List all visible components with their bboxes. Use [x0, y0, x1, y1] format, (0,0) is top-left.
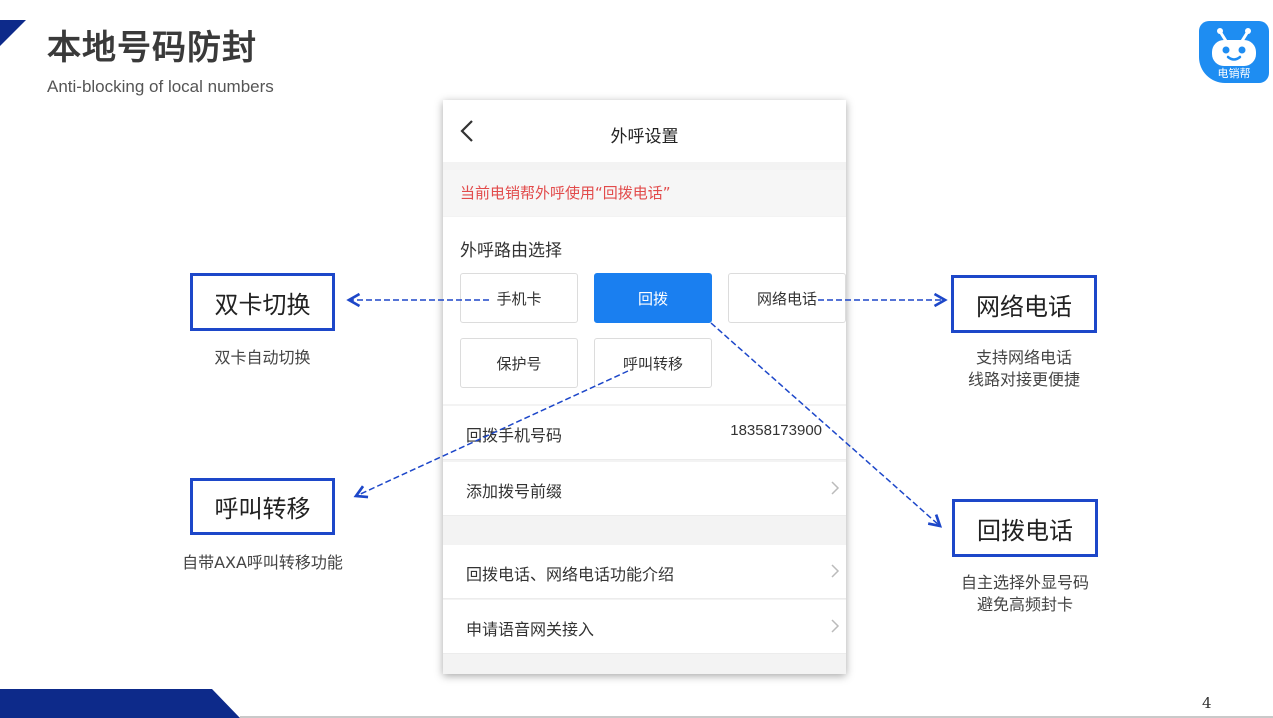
callout-call-forward: 呼叫转移 [190, 478, 335, 535]
caption-line: 线路对接更便捷 [967, 370, 1080, 389]
caption-network-call: 支持网络电话 线路对接更便捷 [941, 347, 1107, 391]
slide-title: 本地号码防封 [47, 28, 257, 68]
chevron-right-icon [831, 619, 840, 633]
caption-line: 支持网络电话 [975, 348, 1072, 367]
row-label: 添加拨号前缀 [466, 482, 563, 501]
option-network-call[interactable]: 网络电话 [728, 273, 846, 323]
callout-callback: 回拨电话 [952, 499, 1098, 557]
chevron-right-icon [831, 564, 840, 578]
corner-accent [0, 20, 26, 46]
option-callback[interactable]: 回拨 [594, 273, 712, 323]
chevron-right-icon [831, 481, 840, 495]
caption-callback: 自主选择外显号码 避免高频封卡 [932, 572, 1118, 616]
phone-title: 外呼设置 [610, 127, 679, 147]
footer-bar [0, 689, 240, 718]
row-label: 回拨手机号码 [466, 426, 563, 445]
route-section: 外呼路由选择 手机卡 回拨 网络电话 保护号 呼叫转移 [443, 217, 846, 404]
slide-subtitle: Anti-blocking of local numbers [47, 77, 274, 96]
arrow-callback [710, 322, 943, 528]
brand-logo: 电销帮 [1199, 21, 1269, 83]
row-value: 18358173900 [730, 422, 822, 439]
route-label: 外呼路由选择 [460, 241, 562, 261]
phone-screenshot: 外呼设置 当前电销帮外呼使用“回拨电话” 外呼路由选择 手机卡 回拨 网络电话 … [443, 100, 846, 674]
arrow-call-forward [353, 370, 629, 499]
row-label: 申请语音网关接入 [466, 620, 595, 639]
caption-dual-card: 双卡自动切换 [214, 348, 311, 367]
row-add-prefix[interactable]: 添加拨号前缀 [443, 462, 846, 516]
callout-network-call: 网络电话 [951, 275, 1097, 333]
notice-text: 当前电销帮外呼使用“回拨电话” [460, 184, 671, 202]
robot-logo-icon [1212, 28, 1256, 66]
caption-call-forward: 自带AXA呼叫转移功能 [182, 553, 343, 572]
footer-line [240, 716, 1273, 718]
page-number: 4 [1202, 694, 1212, 712]
notice-banner: 当前电销帮外呼使用“回拨电话” [443, 170, 846, 216]
row-feature-intro[interactable]: 回拨电话、网络电话功能介绍 [443, 545, 846, 599]
phone-header: 外呼设置 [443, 100, 846, 162]
row-label: 回拨电话、网络电话功能介绍 [466, 565, 675, 584]
row-gateway-apply[interactable]: 申请语音网关接入 [443, 600, 846, 654]
callout-dual-card: 双卡切换 [190, 273, 335, 331]
option-call-forward[interactable]: 呼叫转移 [594, 338, 712, 388]
logo-text: 电销帮 [1217, 67, 1251, 80]
option-sim-card[interactable]: 手机卡 [460, 273, 578, 323]
option-protect-number[interactable]: 保护号 [460, 338, 578, 388]
back-arrow-icon[interactable] [459, 118, 475, 144]
caption-line: 避免高频封卡 [976, 595, 1073, 614]
row-callback-number[interactable]: 回拨手机号码 18358173900 [443, 406, 846, 460]
caption-line: 自主选择外显号码 [960, 573, 1089, 592]
